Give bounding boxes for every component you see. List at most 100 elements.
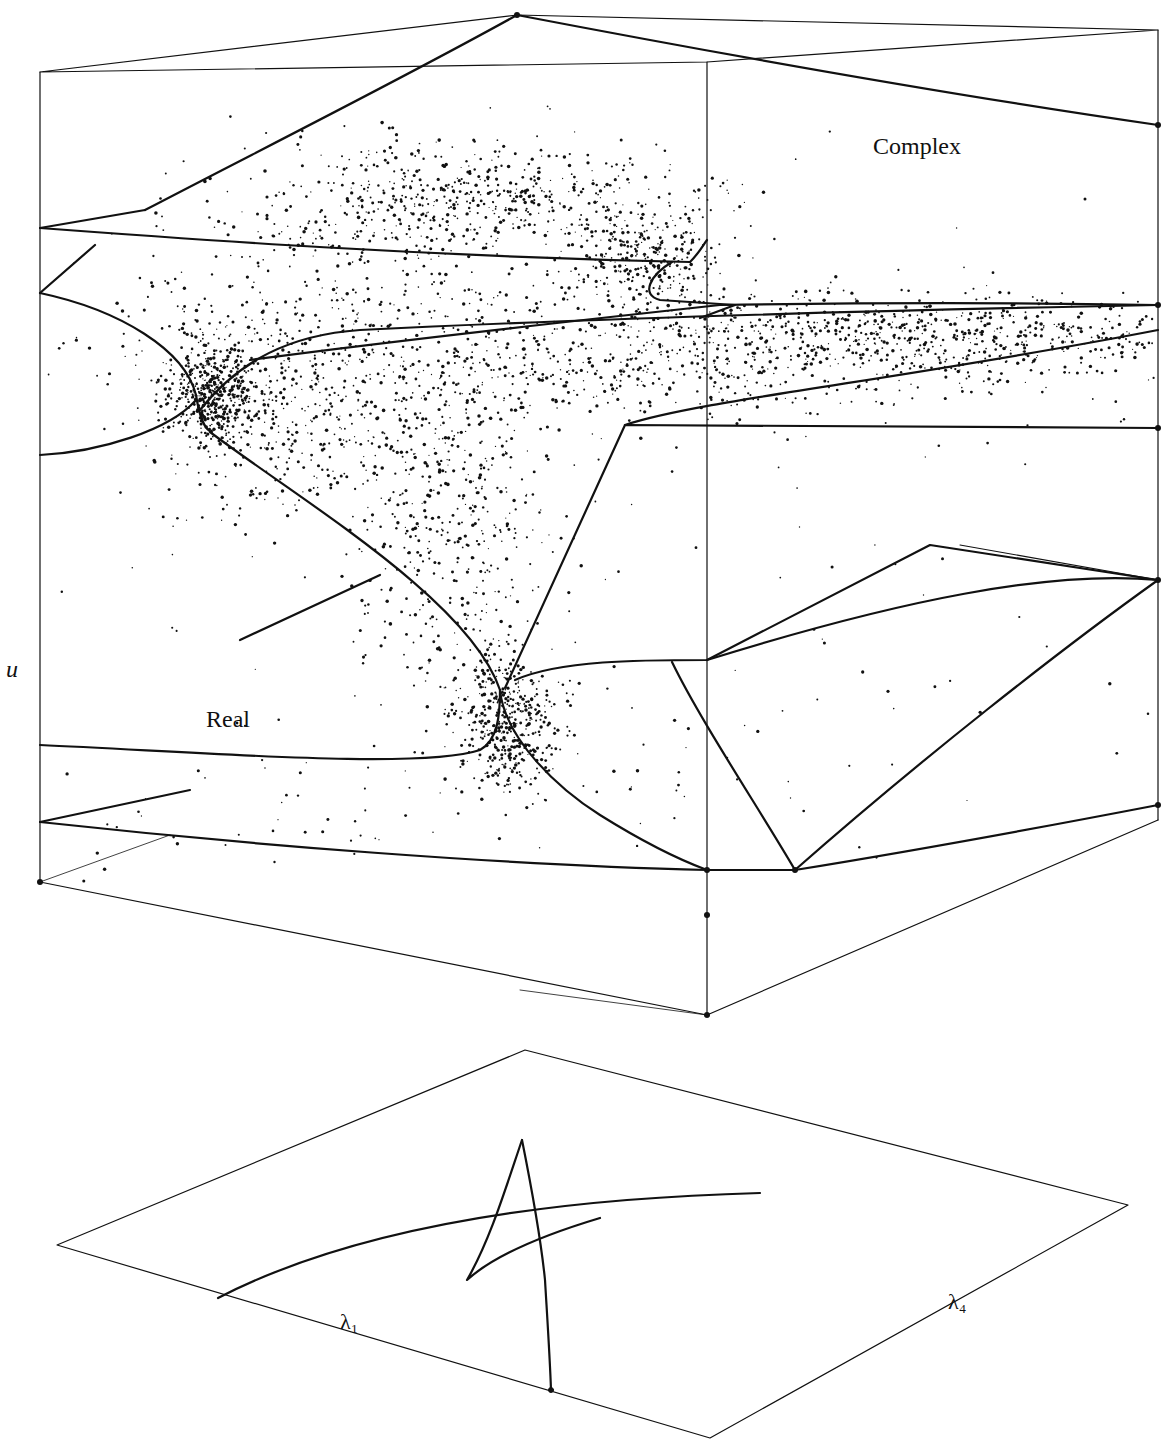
stipple-dot [475,487,477,489]
stipple-dot [365,324,367,326]
stipple-dot [518,672,521,675]
stipple-dot [482,580,484,582]
stipple-dot [421,196,424,199]
stipple-dot [330,360,332,362]
stipple-dot [552,551,554,553]
stipple-dot [485,458,487,460]
stipple-dot [489,674,491,676]
stipple-dot [473,481,474,482]
stipple-dot [376,152,378,154]
stipple-dot [440,460,442,462]
stipple-dot [479,570,482,573]
stipple-dot [530,679,533,682]
stipple-dot [182,386,185,389]
stipple-dot [519,722,522,725]
stipple-dot [533,470,536,473]
stipple-dot [202,378,203,379]
stipple-dot [168,488,171,491]
stipple-dot [295,431,298,434]
stipple-dot [541,542,542,543]
stipple-dot [541,715,542,716]
stipple-dot [514,747,515,748]
stipple-dot [436,461,439,464]
stipple-dot [445,687,447,689]
stipple-dot [525,719,527,721]
stipple-dot [319,392,321,394]
stipple-dot [275,465,277,467]
stipple-dot [444,687,445,688]
stipple-dot [309,360,310,361]
stipple-dot [434,155,437,158]
stipple-dot [482,592,485,595]
stipple-dot [516,723,517,724]
stipple-dot [372,472,376,476]
stipple-dot [571,223,574,226]
stipple-dot [410,152,414,156]
stipple-dot [438,438,440,440]
stipple-dot [503,721,505,723]
stipple-dot [452,732,453,733]
stipple-dot [242,423,244,425]
stipple-dot [210,384,211,385]
stipple-dot [188,435,191,438]
stipple-dot [237,349,240,352]
stipple-dot [515,703,516,704]
stipple-dot [719,185,721,187]
stipple-dot [444,746,445,747]
stipple-dot [266,385,267,386]
stipple-dot [390,352,393,355]
stipple-dot [468,165,469,166]
stipple-dot [287,357,290,360]
stipple-dot [212,436,214,438]
stipple-dot [119,491,122,494]
stipple-dot [305,425,306,426]
stipple-dot [228,393,231,396]
stipple-dot [256,213,259,216]
stipple-dot [518,680,519,681]
stipple-dot [392,491,394,493]
stipple-dot [435,433,436,434]
stipple-dot [217,406,220,409]
stipple-dot [443,196,445,198]
stipple-dot [552,209,555,212]
stipple-dot [569,704,572,707]
stipple-dot [341,184,344,187]
stipple-dot [396,451,399,454]
stipple-dot [600,239,601,240]
stipple-dot [257,417,260,420]
stipple-dot [384,159,387,162]
stipple-dot [442,422,445,425]
stipple-dot [478,519,480,521]
stipple-dot [200,427,202,429]
stipple-dot [264,492,267,495]
stipple-dot [350,191,353,194]
stipple-dot [248,414,250,416]
stipple-dot [342,398,344,400]
stipple-dot [521,478,523,480]
stipple-dot [511,716,513,718]
stipple-dot [410,197,412,199]
stipple-dot [457,540,460,543]
stipple-dot [225,434,227,436]
stipple-dot [415,427,417,429]
stipple-dot [504,753,506,755]
stipple-dot [226,366,228,368]
stipple-dot [498,669,501,672]
stipple-dot [418,526,419,527]
stipple-dot [423,443,427,447]
stipple-dot [419,412,421,414]
stipple-dot [247,370,249,372]
stipple-dot [413,685,415,687]
stipple-dot [502,731,505,734]
stipple-dot [175,473,176,474]
stipple-dot [238,432,240,434]
stipple-dot [154,400,157,403]
stipple-dot [198,391,200,393]
stipple-dot [468,568,470,570]
stipple-dot [214,409,215,410]
stipple-dot [145,445,146,446]
stipple-dot [283,360,284,361]
stipple-dot [273,249,275,251]
stipple-dot [240,376,243,379]
stipple-dot [450,709,453,712]
